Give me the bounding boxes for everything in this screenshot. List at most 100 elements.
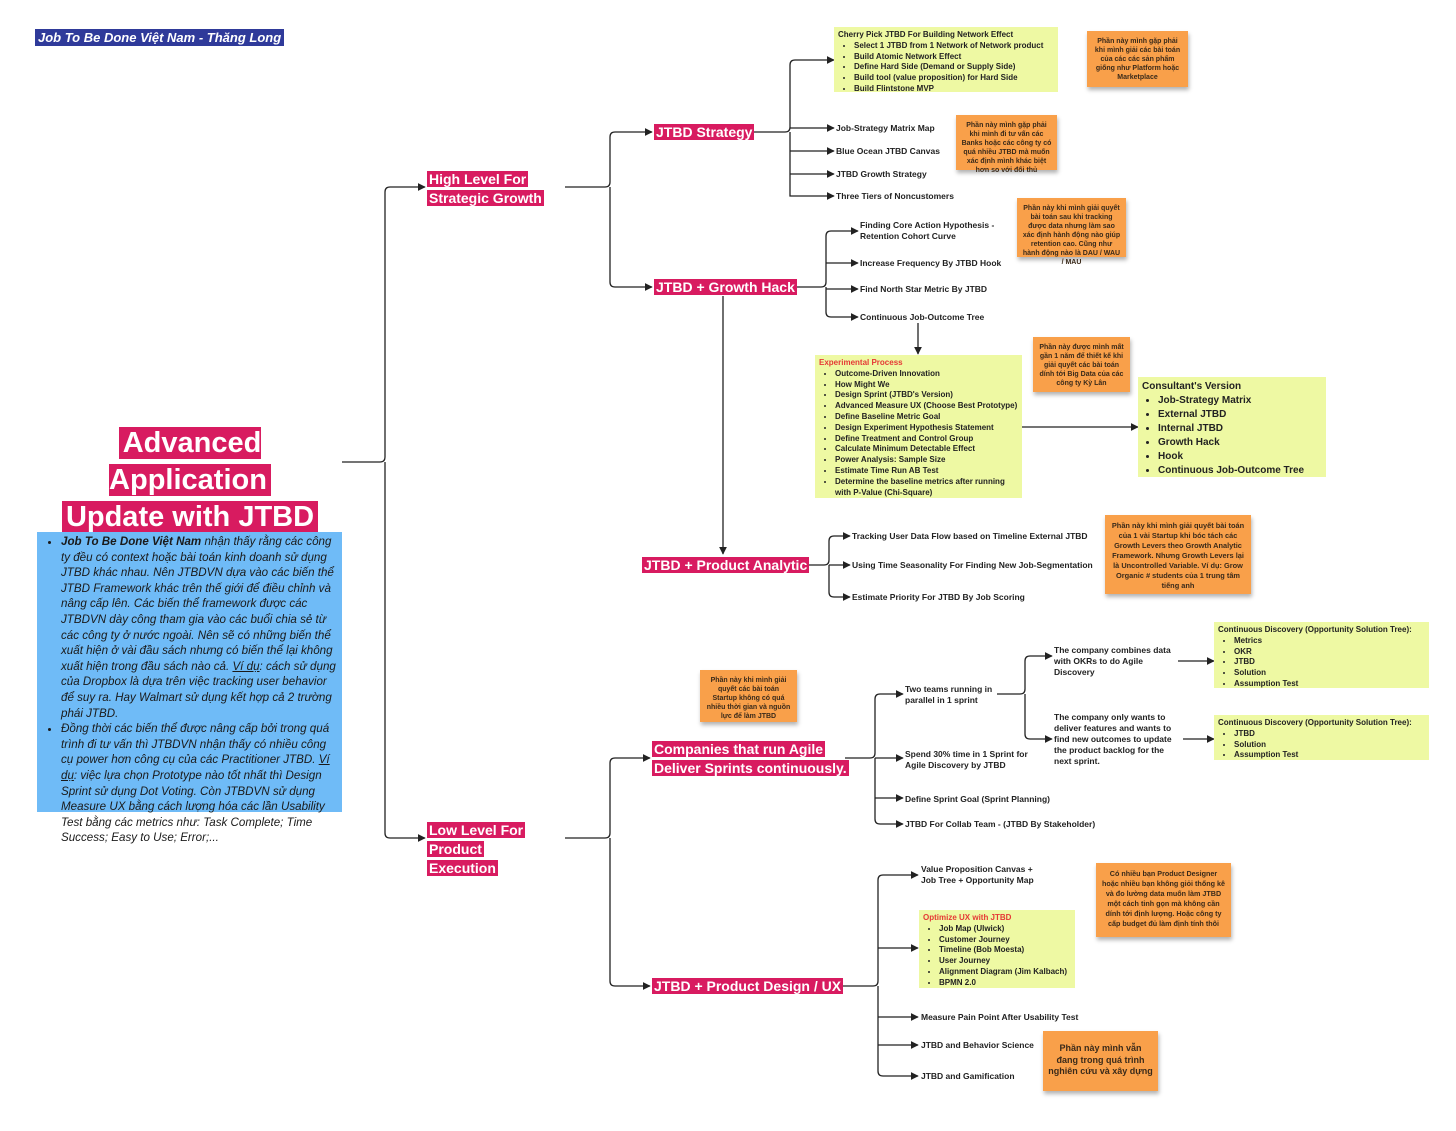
leaf-behavior-science[interactable]: JTBD and Behavior Science	[921, 1040, 1034, 1050]
list-item: Build Atomic Network Effect	[854, 52, 1054, 63]
leaf-measure-pain-point[interactable]: Measure Pain Point After Usability Test	[921, 1012, 1079, 1022]
node-product-design-ux[interactable]: JTBD + Product Design / UX	[652, 977, 844, 996]
list-item: Define Treatment and Control Group	[835, 434, 1018, 445]
list-item: Assumption Test	[1234, 679, 1425, 690]
leaf-spend-30-percent[interactable]: Spend 30% time in 1 Sprint for Agile Dis…	[905, 749, 1028, 770]
intro-text: : cách sử dụng của Dropbox là dựa trên v…	[61, 659, 336, 720]
list-item: How Might We	[835, 380, 1018, 391]
sticky-note-platform: Phần này mình gặp phải khi mình giải các…	[1087, 31, 1188, 87]
node-agile-companies[interactable]: Companies that run Agile Deliver Sprints…	[652, 740, 852, 778]
list-item: Define Hard Side (Demand or Supply Side)	[854, 62, 1054, 73]
sticky-note-product-designer: Có nhiều bạn Product Designer hoặc nhiều…	[1096, 863, 1231, 937]
optimize-ux-box: Optimize UX with JTBD Job Map (Ulwick) C…	[919, 910, 1075, 988]
sticky-note-big-data: Phần này được mình mất gần 1 năm để thiế…	[1033, 337, 1130, 392]
list-item: Determine the baseline metrics after run…	[835, 477, 1018, 499]
sticky-note-growth-levers: Phần này khi mình giải quyết bài toán củ…	[1105, 515, 1251, 594]
intro-example-label: Ví dụ	[61, 753, 330, 782]
leaf-core-action[interactable]: Finding Core Action Hypothesis - Retenti…	[860, 220, 995, 241]
continuous-discovery-box-2: Continuous Discovery (Opportunity Soluti…	[1214, 715, 1429, 760]
leaf-tracking-user-data[interactable]: Tracking User Data Flow based on Timelin…	[852, 531, 1088, 541]
node-low-level[interactable]: Low Level For Product Execution	[427, 821, 552, 878]
sticky-note-banks: Phần này mình gặp phải khi mình đi tư vấ…	[956, 115, 1057, 174]
leaf-job-outcome-tree[interactable]: Continuous Job-Outcome Tree	[860, 312, 985, 322]
leaf-sprint-goal[interactable]: Define Sprint Goal (Sprint Planning)	[905, 794, 1050, 804]
consultant-version-box: Consultant's Version Job-Strategy Matrix…	[1138, 377, 1326, 477]
sticky-note-researching: Phần này mình vẫn đang trong quá trình n…	[1043, 1031, 1158, 1091]
sticky-note-retention: Phần này khi mình giải quyết bài toán sa…	[1017, 198, 1126, 266]
header-tag: Job To Be Done Việt Nam - Thăng Long	[35, 29, 285, 46]
list-item: JTBD	[1234, 657, 1425, 668]
list-item: Power Analysis: Sample Size	[835, 455, 1018, 466]
intro-text: : việc lựa chọn Prototype nào tốt nhất t…	[61, 768, 325, 845]
leaf-value-proposition-canvas[interactable]: Value Proposition Canvas + Job Tree + Op…	[921, 864, 1034, 885]
list-item: Solution	[1234, 740, 1425, 751]
list-item: OKR	[1234, 647, 1425, 658]
list-item: Advanced Measure UX (Choose Best Prototy…	[835, 401, 1018, 412]
leaf-hook[interactable]: Increase Frequency By JTBD Hook	[860, 258, 1002, 268]
optimize-ux-list: Job Map (Ulwick) Customer Journey Timeli…	[923, 924, 1071, 989]
leaf-time-seasonality[interactable]: Using Time Seasonality For Finding New J…	[852, 560, 1093, 570]
list-item: Metrics	[1234, 636, 1425, 647]
list-item: Growth Hack	[1158, 436, 1322, 450]
continuous-discovery-title: Continuous Discovery (Opportunity Soluti…	[1218, 718, 1412, 727]
intro-text: Đồng thời các biến thể được nâng cấp bởi…	[61, 722, 330, 767]
leaf-deliver-features[interactable]: The company only wants to deliver featur…	[1054, 712, 1172, 766]
leaf-blue-ocean[interactable]: Blue Ocean JTBD Canvas	[836, 146, 940, 156]
list-item: Continuous Job-Outcome Tree	[1158, 464, 1322, 478]
list-item: Assumption Test	[1234, 750, 1425, 761]
leaf-north-star[interactable]: Find North Star Metric By JTBD	[860, 284, 988, 294]
list-item: Calculate Minimum Detectable Effect	[835, 444, 1018, 455]
list-item: Select 1 JTBD from 1 Network of Network …	[854, 41, 1054, 52]
main-title: Advanced Application Update with JTBD	[40, 425, 340, 536]
leaf-job-strategy-matrix[interactable]: Job-Strategy Matrix Map	[836, 123, 935, 133]
continuous-discovery-box-1: Continuous Discovery (Opportunity Soluti…	[1214, 622, 1429, 688]
intro-note: Job To Be Done Việt Nam nhận thấy rằng c…	[37, 532, 342, 844]
consultant-version-list: Job-Strategy Matrix External JTBD Intern…	[1142, 394, 1322, 478]
experimental-process-list: Outcome-Driven Innovation How Might We D…	[819, 369, 1018, 499]
leaf-three-tiers[interactable]: Three Tiers of Noncustomers	[836, 191, 954, 201]
node-growth-hack[interactable]: JTBD + Growth Hack	[654, 278, 797, 297]
list-item: Hook	[1158, 450, 1322, 464]
list-item: Design Sprint (JTBD's Version)	[835, 390, 1018, 401]
node-label: JTBD + Growth Hack	[654, 279, 797, 295]
list-item: Define Baseline Metric Goal	[835, 412, 1018, 423]
node-high-level[interactable]: High Level For Strategic Growth	[427, 170, 547, 208]
cherry-pick-box: Cherry Pick JTBD For Building Network Ef…	[834, 27, 1058, 95]
list-item: Timeline (Bob Moesta)	[939, 945, 1071, 956]
intro-paragraph-1: Job To Be Done Việt Nam nhận thấy rằng c…	[61, 534, 336, 721]
title-line-2: Update with JTBD	[61, 501, 319, 533]
node-product-analytic[interactable]: JTBD + Product Analytic	[642, 556, 810, 575]
leaf-gamification[interactable]: JTBD and Gamification	[921, 1071, 1015, 1081]
list-item: Job-Strategy Matrix	[1158, 394, 1322, 408]
list-item: Solution	[1234, 668, 1425, 679]
cherry-pick-list: Select 1 JTBD from 1 Network of Network …	[838, 41, 1054, 95]
leaf-job-scoring[interactable]: Estimate Priority For JTBD By Job Scorin…	[852, 592, 1025, 602]
intro-paragraph-2: Đồng thời các biến thể được nâng cấp bởi…	[61, 721, 336, 846]
list-item: Internal JTBD	[1158, 422, 1322, 436]
list-item: Build Flintstone MVP	[854, 84, 1054, 95]
list-item: External JTBD	[1158, 408, 1322, 422]
continuous-discovery-list: JTBD Solution Assumption Test	[1218, 729, 1425, 761]
leaf-growth-strategy[interactable]: JTBD Growth Strategy	[836, 169, 927, 179]
list-item: Estimate Time Run AB Test	[835, 466, 1018, 477]
list-item: Job Map (Ulwick)	[939, 924, 1071, 935]
leaf-collab-team[interactable]: JTBD For Collab Team - (JTBD By Stakehol…	[905, 819, 1096, 829]
experimental-process-title: Experimental Process	[819, 358, 903, 367]
consultant-version-title: Consultant's Version	[1142, 381, 1242, 392]
node-jtbd-strategy[interactable]: JTBD Strategy	[654, 123, 755, 142]
leaf-combines-data-okr[interactable]: The company combines data with OKRs to d…	[1054, 645, 1171, 677]
leaf-two-teams[interactable]: Two teams running in parallel in 1 sprin…	[905, 684, 993, 705]
list-item: Build tool (value proposition) for Hard …	[854, 73, 1054, 84]
node-label: JTBD + Product Design / UX	[652, 978, 844, 994]
list-item: Design Experiment Hypothesis Statement	[835, 423, 1018, 434]
optimize-ux-title: Optimize UX with JTBD	[923, 913, 1012, 922]
continuous-discovery-list: Metrics OKR JTBD Solution Assumption Tes…	[1218, 636, 1425, 690]
cherry-pick-title: Cherry Pick JTBD For Building Network Ef…	[838, 30, 1014, 39]
node-label: Low Level For Product Execution	[427, 822, 526, 876]
title-line-1: Advanced Application	[109, 427, 271, 496]
node-label: High Level For Strategic Growth	[427, 171, 544, 206]
list-item: BPMN 2.0	[939, 978, 1071, 989]
continuous-discovery-title: Continuous Discovery (Opportunity Soluti…	[1218, 625, 1412, 634]
list-item: JTBD	[1234, 729, 1425, 740]
